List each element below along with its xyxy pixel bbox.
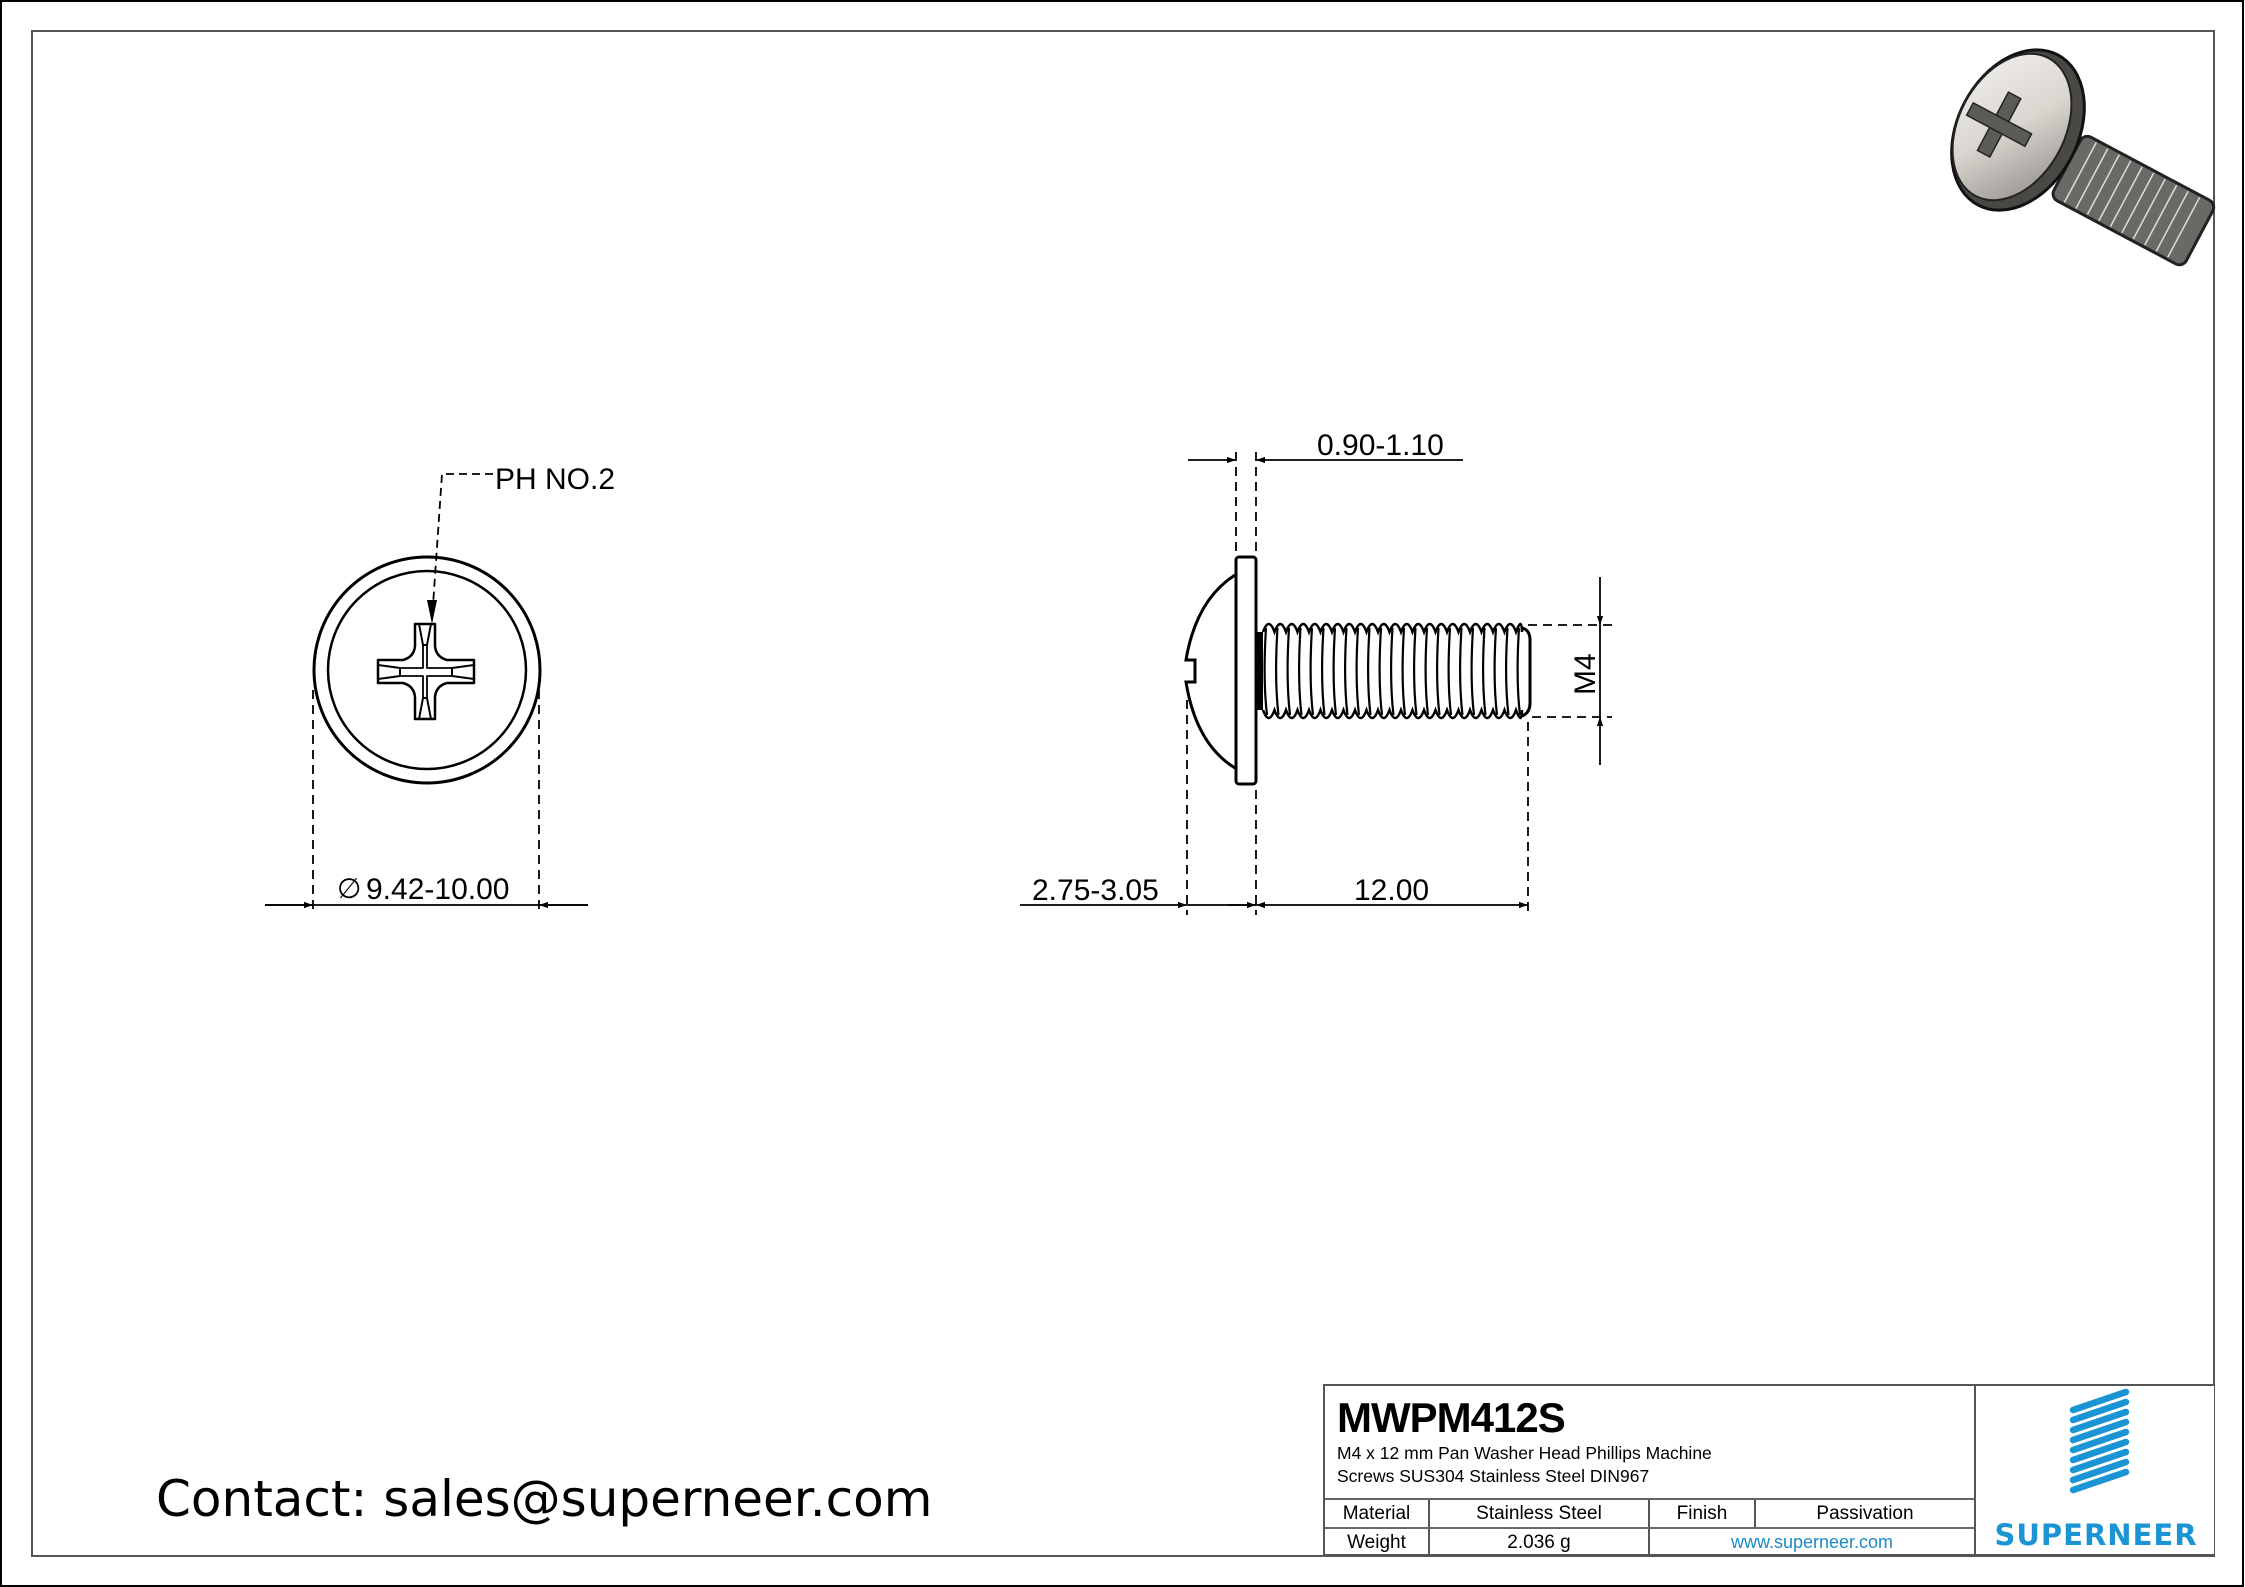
head-inner-circle: [326, 569, 528, 771]
drive-leader-line: [431, 473, 493, 621]
weight-label: Weight: [1325, 1529, 1430, 1556]
material-value: Stainless Steel: [1430, 1500, 1650, 1527]
finish-label: Finish: [1650, 1500, 1756, 1527]
phillips-recess-icon: [376, 622, 476, 721]
website-link[interactable]: www.superneer.com: [1730, 1532, 1894, 1552]
leader-arrowhead: [427, 600, 437, 624]
description-line-1: M4 x 12 mm Pan Washer Head Phillips Mach…: [1337, 1443, 1712, 1463]
superneer-logo: SUPERNEER: [1976, 1386, 2216, 1556]
material-label: Material: [1325, 1500, 1430, 1527]
material-finish-row: Material Stainless Steel Finish Passivat…: [1325, 1498, 1976, 1527]
drawing-frame: [31, 30, 2215, 1557]
logo-stripes-icon: [2069, 1388, 2130, 1494]
side-view: 0.90-1.10 M4 2.75-3.05 12.00: [1020, 429, 1612, 915]
weight-row: Weight 2.036 g www.superneer.com: [1325, 1527, 1976, 1556]
weight-value: 2.036 g: [1430, 1529, 1650, 1556]
head-outer-circle: [312, 555, 542, 785]
drive-callout-label: PH NO.2: [495, 463, 615, 496]
part-number: MWPM412S: [1337, 1394, 1566, 1441]
head-height-value: 2.75-3.05: [1032, 874, 1159, 907]
part-description: M4 x 12 mm Pan Washer Head Phillips Mach…: [1337, 1442, 1712, 1488]
washer-thickness-value: 0.90-1.10: [1317, 429, 1444, 462]
title-block: MWPM412S M4 x 12 mm Pan Washer Head Phil…: [1323, 1384, 2214, 1556]
thread-size-label: M4: [1569, 653, 1602, 695]
diameter-symbol: ∅: [337, 872, 361, 905]
finish-value: Passivation: [1816, 1502, 1914, 1524]
brand-name: SUPERNEER: [1994, 1518, 2198, 1552]
length-value: 12.00: [1354, 874, 1429, 907]
pan-head-dome: [1184, 573, 1236, 770]
washer-flange: [1234, 555, 1258, 786]
description-line-2: Screws SUS304 Stainless Steel DIN967: [1337, 1466, 1650, 1486]
head-diameter-value: 9.42-10.00: [366, 873, 509, 906]
front-view: PH NO.2 ∅ 9.42-10.00: [265, 463, 615, 915]
threaded-shank: [1257, 622, 1532, 720]
title-block-info: MWPM412S M4 x 12 mm Pan Washer Head Phil…: [1325, 1386, 1976, 1500]
contact-email-text: Contact: sales@superneer.com: [156, 1470, 933, 1528]
isometric-screw-render: [1950, 48, 2216, 267]
